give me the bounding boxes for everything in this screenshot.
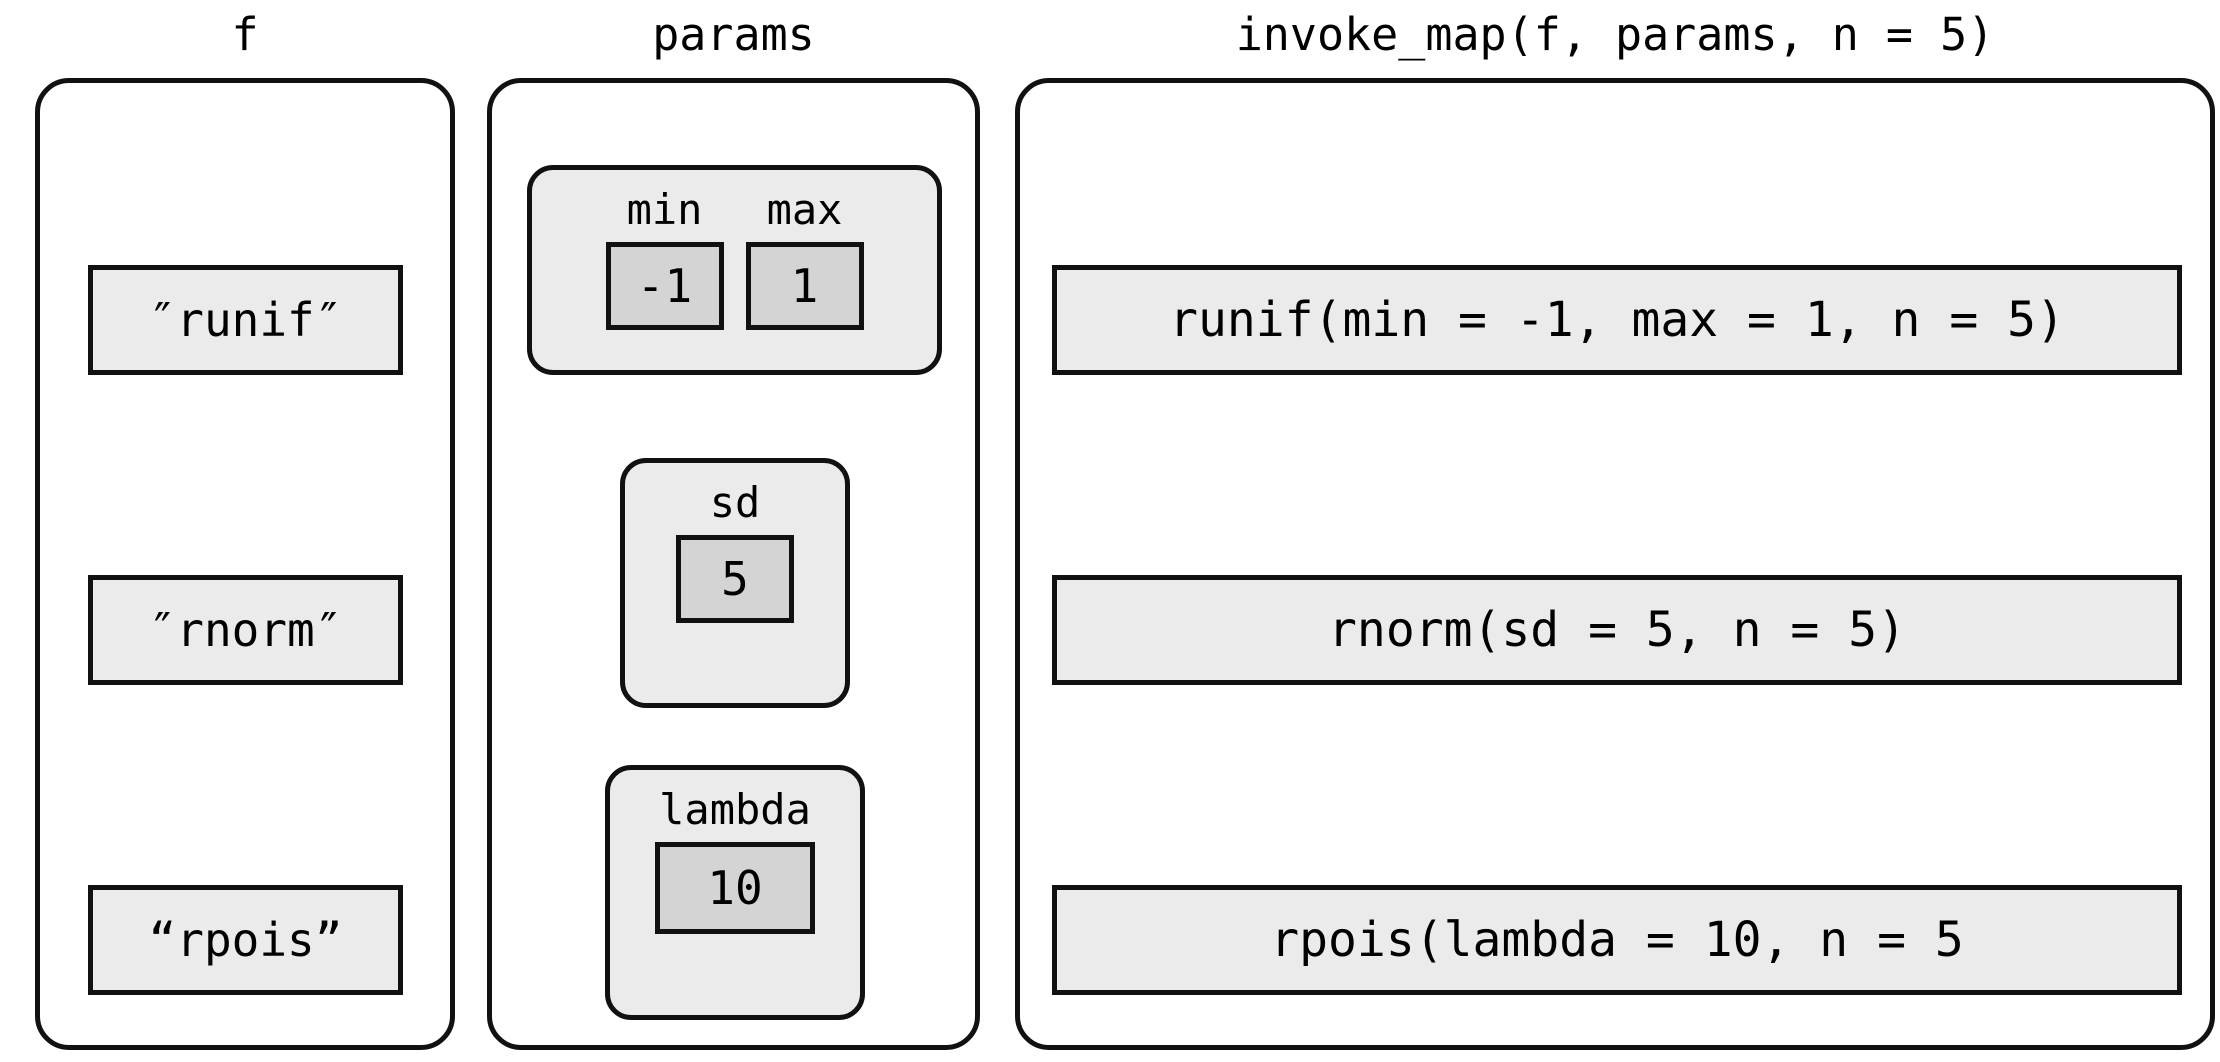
column-header-f: f — [231, 8, 259, 61]
column-header-invoke-map: invoke_map(f, params, n = 5) — [1235, 8, 1995, 61]
param-field-max[interactable]: max 1 — [745, 184, 864, 330]
param-value[interactable]: 5 — [676, 535, 794, 623]
params-group[interactable]: sd 5 — [620, 458, 850, 708]
param-label: min — [626, 185, 703, 234]
param-label: max — [766, 185, 843, 234]
params-group[interactable]: lambda 10 — [605, 765, 865, 1020]
param-field-lambda[interactable]: lambda 10 — [655, 784, 815, 934]
param-value[interactable]: -1 — [605, 242, 724, 330]
invocation-result-chip[interactable]: rpois(lambda = 10, n = 5 — [1052, 885, 2182, 995]
param-value[interactable]: 10 — [655, 842, 815, 934]
param-value[interactable]: 1 — [745, 242, 864, 330]
invocation-result-chip[interactable]: rnorm(sd = 5, n = 5) — [1052, 575, 2182, 685]
param-label: lambda — [659, 785, 811, 834]
params-group[interactable]: min -1 max 1 — [527, 165, 942, 375]
invocation-result-chip[interactable]: runif(min = -1, max = 1, n = 5) — [1052, 265, 2182, 375]
function-name-chip[interactable]: ″runif″ — [88, 265, 403, 375]
function-name-chip[interactable]: ″rnorm″ — [88, 575, 403, 685]
function-name-chip[interactable]: “rpois” — [88, 885, 403, 995]
param-label: sd — [709, 478, 761, 527]
param-field-sd[interactable]: sd 5 — [676, 477, 794, 623]
param-field-min[interactable]: min -1 — [605, 184, 724, 330]
column-header-params: params — [652, 8, 815, 61]
